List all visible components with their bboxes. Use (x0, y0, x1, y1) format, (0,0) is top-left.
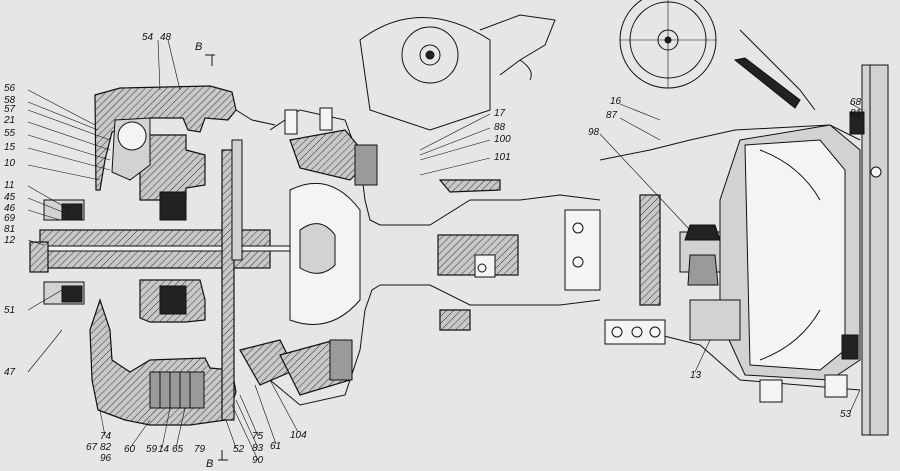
section-marker-top (205, 54, 215, 66)
section-marker-bottom (218, 450, 228, 461)
callout-90: 90 (252, 455, 264, 466)
callout-54: 54 (142, 32, 154, 43)
callout-52: 52 (233, 444, 245, 455)
callout-21: 21 (4, 115, 16, 126)
axle-beam (380, 179, 601, 331)
callout-16: 16 (610, 96, 622, 107)
callout-87: 87 (606, 110, 618, 121)
pulley-top-left (359, 14, 556, 131)
bearing-set-left (61, 191, 205, 409)
callout-98: 98 (588, 127, 600, 138)
callout-47: 47 (4, 367, 16, 378)
callout-81-left: 81 (4, 224, 16, 235)
callout-88: 88 (494, 122, 506, 133)
callout-59: 59 (146, 444, 158, 455)
callout-75: 75 (252, 431, 264, 442)
callout-67: 67 (86, 442, 98, 453)
callout-83: 83 (252, 443, 264, 454)
callout-55: 55 (4, 128, 16, 139)
callout-51: 51 (4, 305, 16, 316)
callout-12: 12 (4, 235, 16, 246)
callout-10: 10 (4, 158, 16, 169)
callout-65: 65 (172, 444, 184, 455)
callout-60: 60 (124, 444, 136, 455)
callout-81-right: 81 (850, 108, 862, 119)
steering-knuckle (564, 124, 861, 391)
brake-assembly (221, 109, 296, 421)
callout-14: 14 (158, 444, 170, 455)
callout-13: 13 (690, 370, 702, 381)
callout-100: 100 (494, 134, 511, 145)
callout-68: 68 (850, 97, 862, 108)
callout-56: 56 (4, 83, 16, 94)
wheel-disc-right (759, 64, 889, 436)
cv-joint-housing (269, 107, 395, 406)
callout-17: 17 (494, 108, 506, 119)
callout-79: 79 (194, 444, 206, 455)
callout-45: 45 (4, 192, 16, 203)
callout-15: 15 (4, 142, 16, 153)
callout-69: 69 (4, 213, 16, 224)
callout-74: 74 (100, 431, 112, 442)
callout-104: 104 (290, 430, 307, 441)
section-label-top: В (195, 41, 203, 53)
callout-11: 11 (4, 180, 15, 191)
callout-96: 96 (100, 453, 112, 464)
callout-58: 58 (4, 95, 16, 106)
section-label-bottom: В (206, 458, 214, 470)
callout-82: 82 (100, 442, 112, 453)
leader-lines (27, 39, 863, 461)
callout-53: 53 (840, 409, 852, 420)
callout-61: 61 (270, 441, 282, 452)
callout-48: 48 (160, 32, 172, 43)
pulley-top-right (619, 0, 816, 111)
callout-101: 101 (494, 152, 511, 163)
callout-46: 46 (4, 203, 16, 214)
callout-57: 57 (4, 104, 16, 115)
